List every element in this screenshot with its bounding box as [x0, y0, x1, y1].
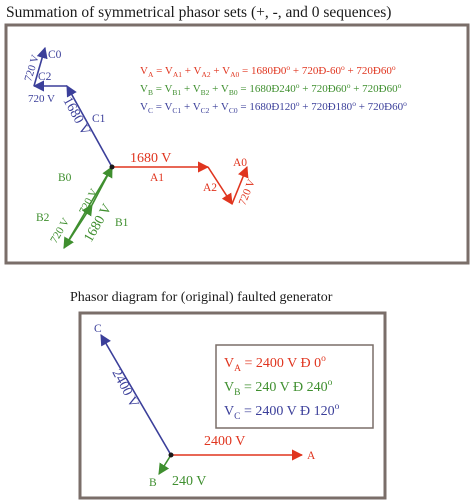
label-c0: C0 — [48, 49, 62, 61]
phasor-a0 — [231, 165, 249, 205]
label-a1: A1 — [150, 172, 164, 184]
phasor-c0 — [33, 46, 48, 87]
bottom-frame — [78, 311, 387, 500]
label-a2-magnitude: 720 V — [237, 178, 258, 208]
label-a2: A2 — [203, 182, 217, 194]
phasor-a2 — [207, 166, 233, 205]
label-b: B — [149, 477, 157, 489]
label-c1: C1 — [92, 113, 106, 125]
legend-vc: VC = 2400 V Ð 120o — [224, 402, 340, 422]
equation-vb: VB = VB1 + VB2 + VB0 = 1680Ð240o + 720Ð6… — [140, 81, 402, 97]
phasor-b0 — [91, 166, 113, 206]
label-a1-magnitude: 1680 V — [130, 151, 171, 166]
legend-va: VA = 2400 V Ð 0o — [224, 354, 326, 374]
label-a: A — [307, 450, 316, 462]
label-a-magnitude: 2400 V — [204, 434, 245, 449]
label-b-magnitude: 240 V — [172, 474, 206, 489]
bottom-title: Phasor diagram for (original) faulted ge… — [70, 290, 333, 305]
label-c-magnitude: 2400 V — [108, 367, 141, 411]
equation-vc: VC = VC1 + VC2 + VC0 = 1680Ð120o + 720Ð1… — [140, 99, 407, 115]
label-b0: B0 — [58, 172, 72, 184]
label-a0: A0 — [233, 157, 247, 169]
legend-box — [215, 344, 374, 429]
label-c2: C2 — [38, 71, 52, 83]
label-b2: B2 — [36, 212, 50, 224]
top-title: Summation of symmetrical phasor sets (+,… — [6, 4, 391, 21]
label-c: C — [94, 323, 102, 335]
top-frame — [4, 23, 470, 265]
origin-dot — [109, 164, 115, 170]
equation-va: VA = VA1 + VA2 + VA0 = 1680Ð0o + 720Ð-60… — [140, 63, 396, 79]
label-c2-magnitude: 720 V — [28, 93, 55, 105]
phasor-b2 — [63, 204, 93, 249]
phasor-c — [100, 334, 172, 456]
label-b1: B1 — [115, 217, 129, 229]
phasor-b — [158, 454, 172, 475]
label-c1-magnitude: 1680 V — [60, 95, 93, 138]
origin-dot-bottom — [168, 452, 174, 458]
phasor-c1 — [66, 85, 113, 168]
legend-vb: VB = 240 V Ð 240o — [224, 378, 333, 398]
